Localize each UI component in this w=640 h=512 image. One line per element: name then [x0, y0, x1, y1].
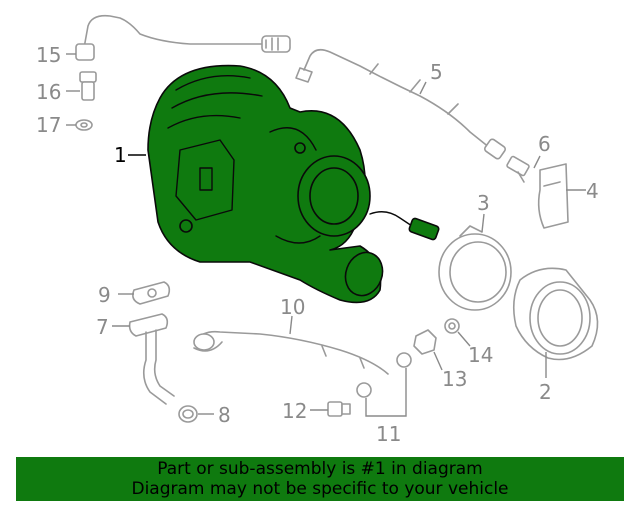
part-10-feed-line[interactable]	[193, 330, 389, 375]
callout-13[interactable]: 13	[442, 367, 467, 391]
part-7-tube[interactable]	[128, 313, 175, 405]
callout-8[interactable]: 8	[218, 403, 231, 427]
part-4-bracket[interactable]	[537, 163, 569, 229]
leader-lines	[66, 53, 586, 417]
callout-7[interactable]: 7	[96, 315, 109, 339]
part-9-gasket[interactable]	[132, 281, 171, 305]
part-6-fitting[interactable]	[506, 155, 530, 183]
callout-17[interactable]: 17	[36, 113, 61, 137]
callout-11[interactable]: 11	[376, 422, 401, 446]
part-2-elbow[interactable]	[512, 267, 599, 361]
callout-14[interactable]: 14	[468, 343, 493, 367]
callout-1[interactable]: 1	[114, 143, 127, 167]
part-17-washer[interactable]	[75, 119, 93, 131]
part-11-washers[interactable]	[356, 352, 412, 398]
part-16-sensor[interactable]	[79, 71, 97, 101]
part-15-connector[interactable]	[75, 14, 291, 61]
banner-line-1: Part or sub-assembly is #1 in diagram	[157, 459, 483, 479]
notice-banner: Part or sub-assembly is #1 in diagram Di…	[16, 457, 624, 501]
callout-6[interactable]: 6	[538, 132, 551, 156]
part-12-bolt[interactable]	[327, 401, 351, 417]
part-1-turbocharger[interactable]	[147, 64, 440, 304]
callout-16[interactable]: 16	[36, 80, 61, 104]
part-13-banjo-bolt[interactable]	[413, 329, 437, 355]
parts-diagram: 1 2 3 4 5 6 7 8 9 10 11 12 13 14 15 16 1…	[36, 14, 599, 446]
callout-5[interactable]: 5	[430, 60, 443, 84]
banner-line-2: Diagram may not be specific to your vehi…	[131, 479, 509, 499]
part-8-grommet[interactable]	[178, 405, 198, 423]
part-14-washer[interactable]	[444, 318, 460, 334]
part-5-hose[interactable]	[295, 48, 507, 160]
callout-10[interactable]: 10	[280, 295, 305, 319]
callouts: 1 2 3 4 5 6 7 8 9 10 11 12 13 14 15 16 1…	[36, 43, 599, 446]
callout-4[interactable]: 4	[586, 179, 599, 203]
callout-15[interactable]: 15	[36, 43, 61, 67]
callout-2[interactable]: 2	[539, 380, 552, 404]
callout-12[interactable]: 12	[282, 399, 307, 423]
callout-9[interactable]: 9	[98, 283, 111, 307]
callout-3[interactable]: 3	[477, 191, 490, 215]
part-3-clamp[interactable]	[438, 225, 512, 311]
